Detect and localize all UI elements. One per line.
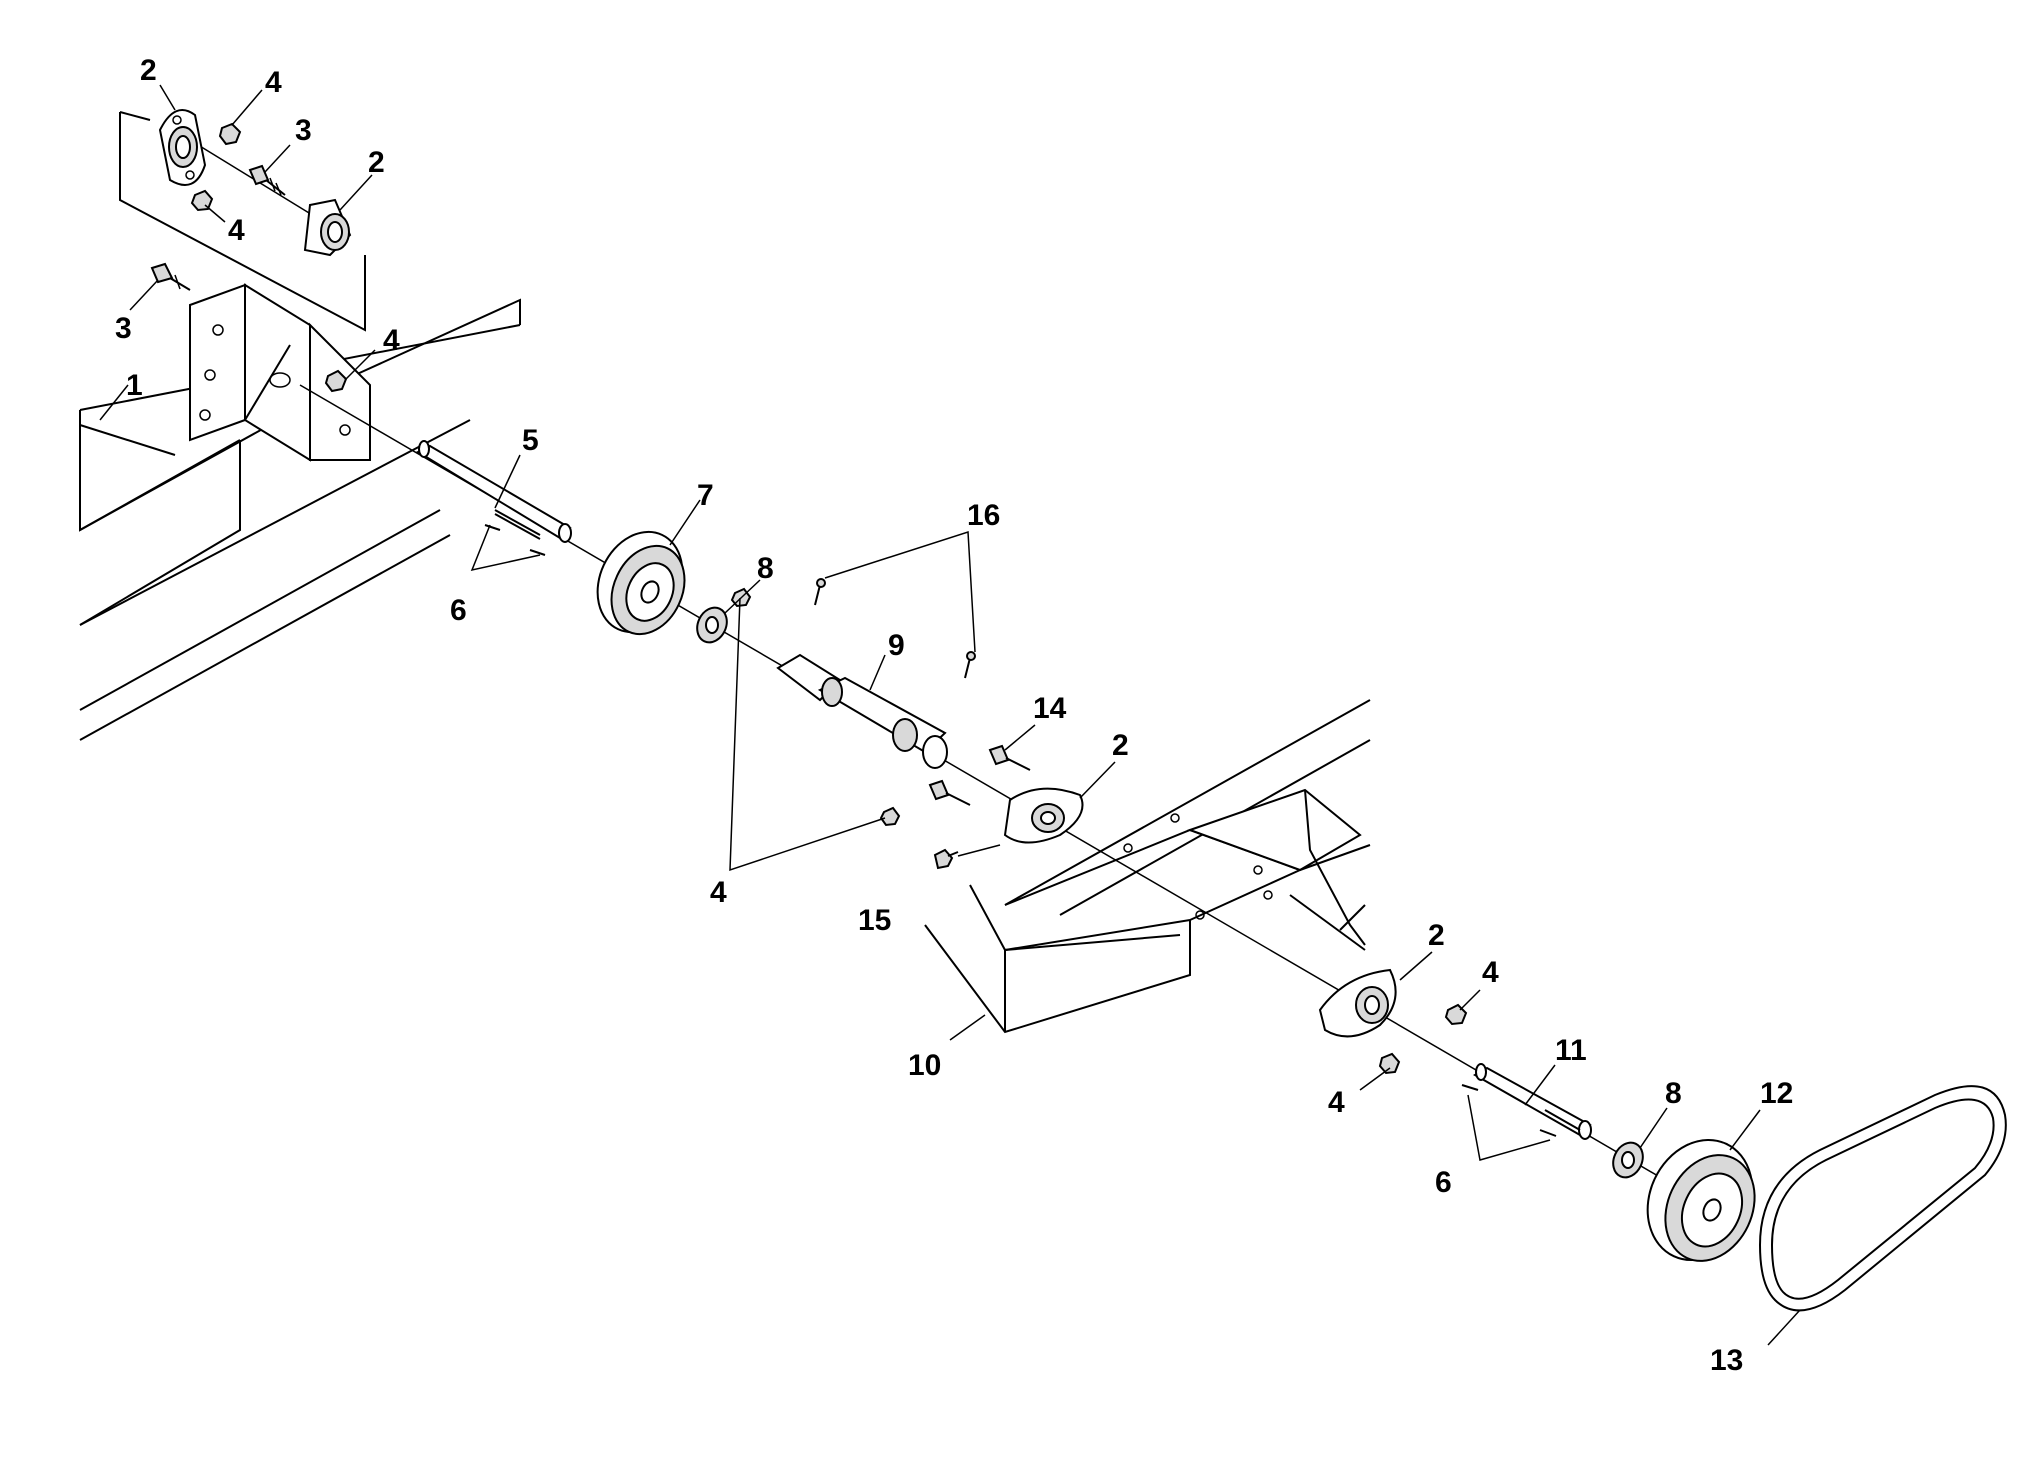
callout-6: 6 — [450, 594, 467, 627]
callout-2: 2 — [1428, 919, 1445, 952]
callout-11: 11 — [1555, 1034, 1587, 1067]
callout-8: 8 — [757, 552, 774, 585]
callout-2: 2 — [1112, 729, 1129, 762]
shaft-right — [1473, 1063, 1592, 1140]
frame-rail — [79, 298, 521, 741]
bearing-lower — [1318, 968, 1397, 1038]
callout-4: 4 — [383, 324, 400, 357]
callout-3: 3 — [295, 114, 312, 147]
bearing-detail-inset — [119, 111, 366, 332]
callout-12: 12 — [1760, 1077, 1793, 1110]
callout-9: 9 — [888, 629, 905, 662]
bolt-frame — [150, 262, 191, 291]
callout-4: 4 — [228, 214, 245, 247]
nut-group — [190, 122, 1468, 1075]
callout-4: 4 — [1482, 956, 1499, 989]
bearing-upper-right — [303, 198, 352, 257]
shaft-left — [415, 440, 572, 543]
collar-upper — [696, 606, 728, 644]
bearing-middle — [1003, 787, 1084, 844]
bolt-14 — [928, 744, 1031, 806]
bolt-upper — [248, 164, 286, 196]
callout-8: 8 — [1665, 1077, 1682, 1110]
callout-2: 2 — [368, 146, 385, 179]
collar-lower — [1612, 1141, 1644, 1179]
leader-lines — [99, 84, 1801, 1346]
bearing-upper-left — [158, 109, 207, 186]
grease-fitting — [933, 848, 959, 870]
universal-joint-shaft — [776, 653, 948, 769]
callout-14: 14 — [1033, 692, 1067, 725]
callout-15: 15 — [858, 904, 891, 937]
callout-7: 7 — [697, 479, 714, 512]
pulley-driven — [1646, 1138, 1756, 1262]
pulley-drive — [596, 530, 686, 636]
callout-6: 6 — [1435, 1166, 1452, 1199]
callout-labels: 2 4 3 2 4 3 4 1 5 6 7 8 16 9 14 2 4 15 1… — [115, 54, 1793, 1377]
callout-1: 1 — [126, 369, 143, 402]
callout-3: 3 — [115, 312, 132, 345]
callout-2: 2 — [140, 54, 157, 87]
callout-4: 4 — [1328, 1086, 1345, 1119]
drive-belt — [1758, 1085, 2007, 1312]
callout-13: 13 — [1710, 1344, 1743, 1377]
keys-right — [1461, 1084, 1557, 1137]
callout-10: 10 — [908, 1049, 941, 1082]
callout-5: 5 — [522, 424, 539, 457]
callout-4: 4 — [710, 876, 727, 909]
set-screws — [814, 578, 976, 679]
callout-16: 16 — [967, 499, 1000, 532]
support-weldment — [924, 699, 1371, 1034]
shaft-axis — [189, 139, 1726, 1216]
callout-4: 4 — [265, 66, 282, 99]
frame-bracket — [189, 283, 371, 462]
keys-left — [484, 524, 546, 556]
